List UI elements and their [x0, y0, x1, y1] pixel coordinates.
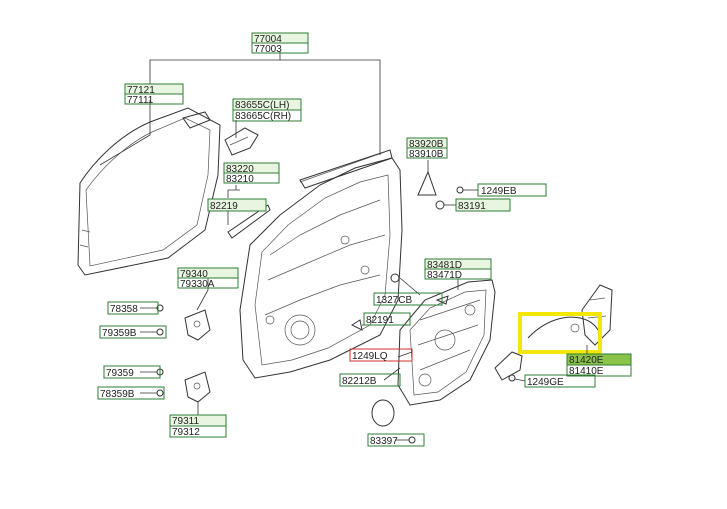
label-79330a[interactable]: 79330A [177, 277, 239, 290]
bolt-1249eb [456, 186, 464, 194]
inside-handle [494, 351, 523, 381]
svg-text:83665C(RH): 83665C(RH) [235, 111, 291, 122]
handle-bracket [224, 127, 259, 156]
svg-text:82191: 82191 [366, 315, 394, 326]
label-1249eb[interactable]: 1249EB [477, 183, 547, 197]
screw-83397 [408, 436, 416, 444]
svg-text:83471D: 83471D [427, 270, 462, 281]
door-outer-panel [77, 107, 221, 276]
bolt-1327cb [390, 273, 400, 283]
label-83910b[interactable]: 83910B [406, 147, 448, 160]
svg-text:79359B: 79359B [102, 328, 137, 339]
label-81410e[interactable]: 81410E [566, 364, 632, 377]
svg-text:1327CB: 1327CB [376, 295, 412, 306]
label-79359b-top[interactable]: 79359B [99, 325, 167, 339]
svg-text:83220: 83220 [226, 164, 254, 175]
label-83665c-rh[interactable]: 83665C(RH) [232, 109, 302, 122]
svg-text:77121: 77121 [127, 85, 155, 96]
svg-text:83910B: 83910B [409, 149, 444, 160]
svg-text:77111: 77111 [127, 95, 154, 106]
label-79311[interactable]: 79311 [169, 414, 227, 427]
svg-text:83191: 83191 [458, 201, 486, 212]
svg-text:83655C(LH): 83655C(LH) [235, 100, 289, 111]
label-83655c-lh[interactable]: 83655C(LH) [232, 98, 302, 111]
label-1327cb[interactable]: 1327CB [373, 292, 443, 306]
label-77003[interactable]: 77003 [251, 42, 309, 55]
svg-text:83481D: 83481D [427, 260, 462, 271]
delta-cover [417, 170, 437, 196]
label-79359[interactable]: 79359 [103, 365, 161, 379]
label-77111[interactable]: 77111 [124, 93, 184, 106]
label-82212b[interactable]: 82212B [339, 373, 401, 387]
highlight-box [518, 312, 602, 354]
label-83397[interactable]: 83397 [367, 433, 425, 447]
label-83471d[interactable]: 83471D [424, 268, 492, 281]
label-82219[interactable]: 82219 [207, 198, 267, 212]
belt-weatherstrip [227, 204, 271, 239]
label-1249ge[interactable]: 1249GE [524, 374, 596, 388]
svg-text:79359: 79359 [106, 368, 134, 379]
svg-text:1249GE: 1249GE [527, 377, 564, 388]
svg-text:79340: 79340 [180, 269, 208, 280]
svg-text:82219: 82219 [210, 201, 238, 212]
svg-text:81420E: 81420E [569, 355, 604, 366]
door-latch [581, 284, 613, 346]
bolt-1249ge [508, 374, 516, 382]
window-regulator-module [397, 279, 496, 406]
svg-text:78359B: 78359B [100, 389, 135, 400]
svg-text:82212B: 82212B [342, 376, 377, 387]
label-79312[interactable]: 79312 [169, 425, 227, 438]
label-82191[interactable]: 82191 [363, 312, 411, 326]
svg-text:78358: 78358 [110, 304, 138, 315]
lower-hinge [184, 371, 211, 403]
svg-text:83920B: 83920B [409, 139, 444, 150]
plug-83397 [371, 399, 395, 427]
outside-handle [182, 111, 211, 129]
label-78358[interactable]: 78358 [107, 301, 159, 315]
svg-text:77004: 77004 [254, 34, 282, 45]
label-1249lq[interactable]: 1249LQ [349, 348, 413, 362]
upper-hinge [184, 309, 211, 341]
svg-text:79312: 79312 [172, 427, 200, 438]
label-83210[interactable]: 83210 [223, 172, 280, 185]
svg-text:77003: 77003 [254, 44, 282, 55]
latch-cable [527, 316, 599, 339]
svg-text:83397: 83397 [370, 436, 398, 447]
glass-run-channel [299, 151, 386, 183]
check-link-pin [350, 319, 363, 331]
svg-text:79311: 79311 [172, 416, 200, 427]
svg-text:83210: 83210 [226, 174, 254, 185]
svg-text:1249EB: 1249EB [481, 186, 517, 197]
label-83191[interactable]: 83191 [455, 198, 511, 212]
leader-lines [99, 52, 588, 441]
label-81420e[interactable]: 81420E [566, 353, 632, 366]
svg-text:1249LQ: 1249LQ [352, 351, 388, 362]
hinge-bolts [156, 304, 164, 397]
grommet-83191 [435, 200, 445, 210]
svg-text:81410E: 81410E [569, 366, 604, 377]
svg-text:79330A: 79330A [180, 279, 215, 290]
door-inner-frame [239, 149, 403, 379]
label-79359b-bottom[interactable]: 78359B [97, 386, 165, 400]
